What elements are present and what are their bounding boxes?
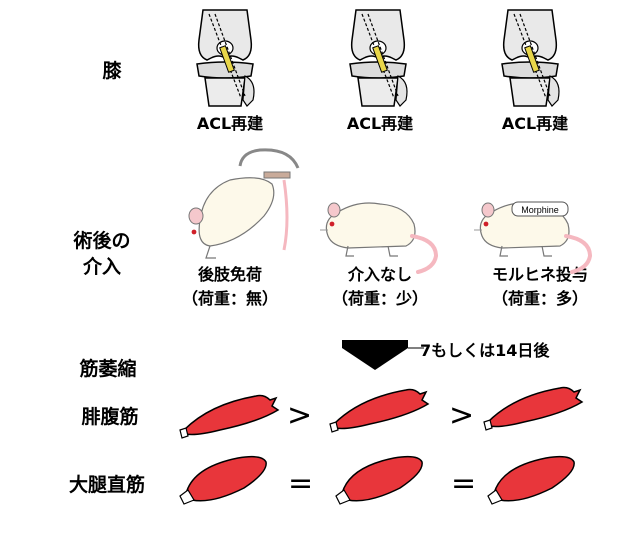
group-label-2: 介入なし: [347, 265, 412, 284]
knee-caption-1: ACL再建: [196, 114, 264, 133]
gastro-compare-1: >: [287, 398, 313, 433]
rectus-muscle-2: [335, 455, 423, 505]
row-label-gastrocnemius: 腓腹筋: [81, 406, 139, 428]
knee-caption-2: ACL再建: [346, 114, 414, 133]
gastro-muscle-1: [179, 394, 279, 439]
down-arrow-icon: [342, 340, 408, 370]
row-label-rectus-femoris: 大腿直筋: [68, 474, 145, 496]
rat-control: [318, 201, 438, 274]
morphine-tag: [511, 201, 569, 217]
group-load-1: （荷重：無）: [181, 289, 278, 308]
gastro-muscle-2: [329, 388, 429, 433]
gastro-muscle-3: [483, 386, 583, 431]
group-label-3: モルヒネ投与: [491, 265, 588, 284]
row-label-intervention: 術後の 介入: [73, 230, 131, 278]
rectus-compare-1: =: [288, 466, 314, 501]
knee-illustration-2: [349, 9, 408, 107]
group-load-2: （荷重：少）: [331, 289, 428, 308]
gastro-compare-2: >: [449, 398, 475, 433]
rectus-muscle-3: [487, 455, 575, 505]
knee-illustration-3: [501, 9, 560, 107]
rat-unloading: [188, 148, 300, 259]
knee-caption-3: ACL再建: [501, 114, 569, 133]
morphine-tag-text: Morphine: [521, 205, 559, 215]
timeline-label: 7もしくは14日後: [420, 341, 550, 360]
row-label-atrophy: 筋萎縮: [79, 358, 137, 380]
rectus-compare-2: =: [451, 466, 477, 501]
group-load-3: （荷重：多）: [491, 289, 588, 308]
group-label-1: 後肢免荷: [197, 265, 262, 284]
rectus-muscle-1: [179, 455, 267, 505]
knee-illustration-1: [196, 9, 255, 107]
row-label-knee: 膝: [102, 60, 122, 82]
